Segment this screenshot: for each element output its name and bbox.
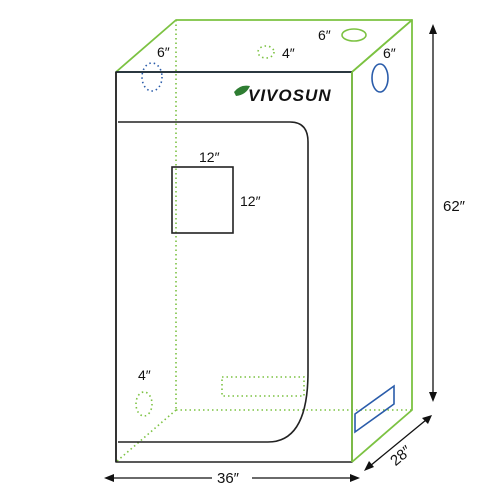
top-center-port <box>257 45 275 59</box>
depth-arrow-bottom <box>364 461 374 471</box>
depth-dimension <box>364 415 432 471</box>
front-door-zipper <box>118 121 309 443</box>
label-window-height: 12″ <box>240 193 261 209</box>
leaf-icon <box>234 85 250 96</box>
lower-left-port <box>135 391 153 417</box>
width-arrow-left <box>104 474 114 482</box>
front-face <box>115 71 353 463</box>
height-label-bg <box>440 196 480 216</box>
label-side-port: 6″ <box>383 45 396 61</box>
label-top-center-port: 4″ <box>282 45 295 61</box>
height-arrow-top <box>429 24 437 34</box>
lower-vent-strip <box>221 376 305 397</box>
front-window <box>171 166 234 234</box>
label-lower-port: 4″ <box>138 367 151 383</box>
height-dimension <box>429 24 437 402</box>
front-top-left-port <box>141 62 163 92</box>
side-port <box>371 63 389 93</box>
side-face <box>351 19 413 463</box>
hidden-floor-edge-diag <box>115 409 177 463</box>
side-vent-window <box>354 384 395 434</box>
label-top-left-port: 6″ <box>157 44 170 60</box>
width-arrow-right <box>350 474 360 482</box>
brand-name: VIVOSUN <box>248 86 332 105</box>
top-back-port <box>341 28 367 42</box>
label-window-width: 12″ <box>199 149 220 165</box>
brand-logo: VIVOSUN <box>234 85 332 105</box>
tent-outline <box>115 19 413 463</box>
height-arrow-bottom <box>429 392 437 402</box>
width-label-bg <box>212 468 252 488</box>
label-height: 62″ <box>443 198 466 215</box>
label-width: 36″ <box>217 470 240 487</box>
depth-arrow-top <box>422 415 432 424</box>
label-depth: 28″ <box>387 442 415 470</box>
label-top-back-port: 6″ <box>318 27 331 43</box>
hidden-frame-edges <box>115 20 412 463</box>
